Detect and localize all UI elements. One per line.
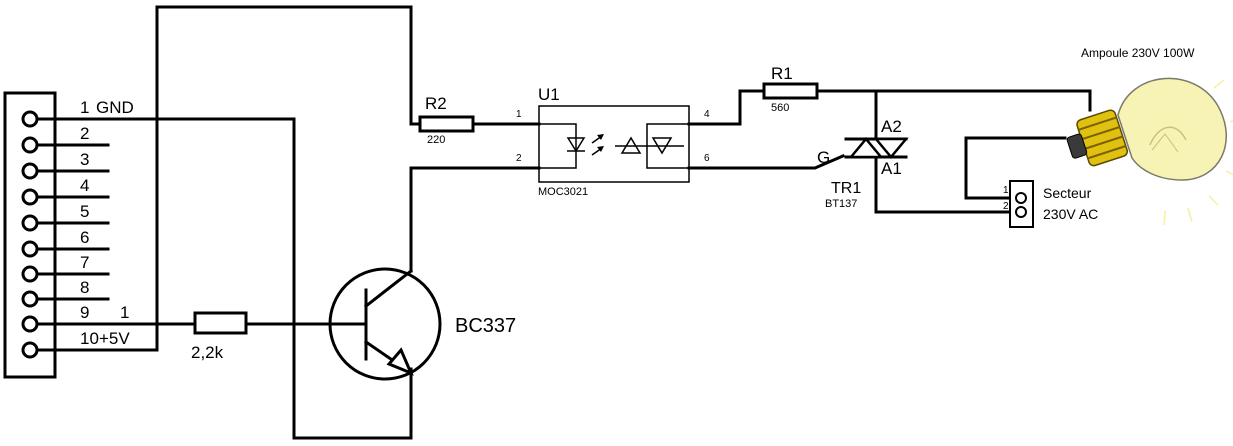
glow-rays <box>1163 79 1233 226</box>
connector-pin-6: 6 <box>21 228 110 258</box>
u1-pin-4: 4 <box>704 109 710 120</box>
triac-a1-label: A1 <box>881 159 902 178</box>
r2-ref: R2 <box>425 94 447 113</box>
optocoupler-u1: U1 MOC3021 1 2 4 6 <box>516 85 710 198</box>
connector-pin-2: 2 <box>21 124 110 154</box>
wire-gnd-return <box>106 117 413 440</box>
wire-mains-lamp <box>964 136 1067 200</box>
r1-value: 560 <box>771 102 789 114</box>
wire-5v-supply <box>155 5 422 352</box>
connector-pin-5: 5 <box>21 202 110 232</box>
r1-ref: R1 <box>771 64 793 83</box>
connector-pin-7: 7 <box>21 253 110 283</box>
light-bulb: Ampoule 230V 100W <box>1066 46 1233 226</box>
pin-number-10: 10 <box>80 329 99 348</box>
bulb-glass <box>1117 77 1227 181</box>
connector-pin-1: 1 GND <box>21 98 134 128</box>
u1-pin-2: 2 <box>516 153 522 164</box>
connector-pin-9: 9 1 <box>21 303 197 333</box>
wire-collector <box>409 166 541 273</box>
mains-label-voltage: 230V AC <box>1043 206 1098 222</box>
r2-value: 220 <box>427 134 445 146</box>
wires <box>106 5 1092 440</box>
pin-number-2: 2 <box>80 124 89 143</box>
pin-number-4: 4 <box>80 176 89 195</box>
connector-pin-10: 10 +5V <box>21 329 159 359</box>
pin-number-9: 9 <box>80 303 89 322</box>
u1-ref: U1 <box>538 85 560 104</box>
bulb-base <box>1066 109 1129 167</box>
transistor-bc337: BC337 <box>328 267 516 381</box>
base-resistor: 2,2k <box>191 311 248 362</box>
connector-body <box>3 91 57 379</box>
wire-u1-gate <box>687 154 845 170</box>
mains-label-secteur: Secteur <box>1043 185 1092 201</box>
wire-a1-mains <box>874 155 1016 214</box>
pin-number-6: 6 <box>80 228 89 247</box>
u1-part: MOC3021 <box>538 186 588 198</box>
pin-9-bit-label: 1 <box>120 303 129 322</box>
pin-number-5: 5 <box>80 202 89 221</box>
lamp-label: Ampoule 230V 100W <box>1081 46 1195 60</box>
mains-pin-1: 1 <box>1003 185 1009 196</box>
parallel-port-connector: 1 GND 2 3 4 5 6 <box>3 91 197 379</box>
pin-number-1: 1 <box>80 98 89 117</box>
resistor-r2: R2 220 <box>418 94 475 146</box>
triac-part: BT137 <box>825 198 857 210</box>
triac-tr1: G A2 A1 TR1 BT137 <box>817 117 909 210</box>
triac-gate-label: G <box>817 148 830 167</box>
connector-pin-8: 8 <box>21 278 110 308</box>
pin-name-5v: +5V <box>99 329 130 348</box>
mains-pin-2: 2 <box>1003 201 1009 212</box>
connector-pin-3: 3 <box>21 150 110 180</box>
triac-a2-label: A2 <box>881 117 902 136</box>
mains-connector: 1 2 Secteur 230V AC <box>1003 180 1098 228</box>
u1-pin-6: 6 <box>704 153 710 164</box>
connector-pin-4: 4 <box>21 176 110 206</box>
pin-number-8: 8 <box>80 278 89 297</box>
resistor-r1: R1 560 <box>762 64 819 114</box>
transistor-name: BC337 <box>455 315 516 337</box>
pin-number-3: 3 <box>80 150 89 169</box>
triac-ref: TR1 <box>831 180 861 197</box>
u1-pin-1: 1 <box>516 109 522 120</box>
wire-u1-r1 <box>687 89 766 126</box>
pin-name-gnd: GND <box>96 98 134 117</box>
pin-number-7: 7 <box>80 253 89 272</box>
base-resistor-value: 2,2k <box>191 343 224 362</box>
